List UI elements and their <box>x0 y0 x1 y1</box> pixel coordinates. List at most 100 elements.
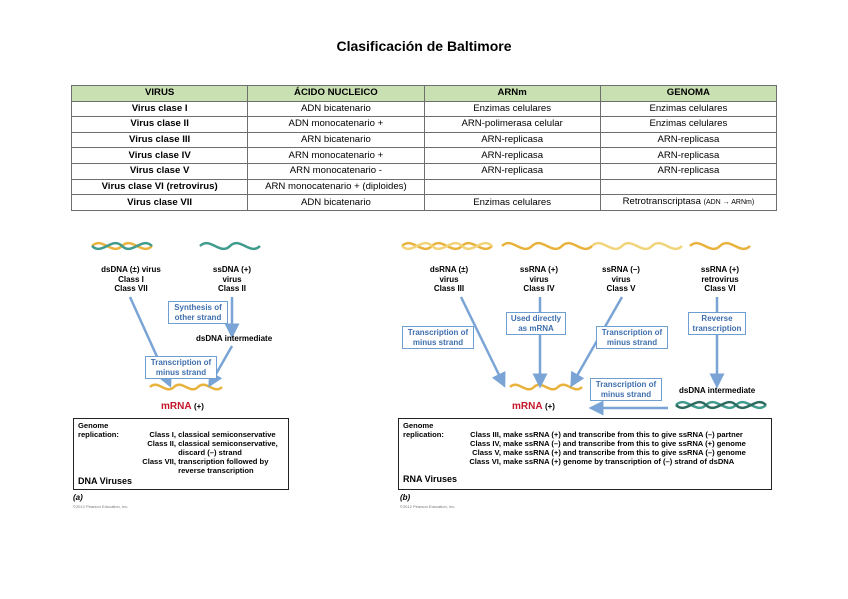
label-line: Class I <box>118 274 144 284</box>
class-text: make ssRNA (+) genome by transcription o… <box>503 457 735 466</box>
dsrna-helix-icon <box>401 241 493 251</box>
table-row: Virus clase V ARN monocatenario - ARN-re… <box>70 162 778 180</box>
class-label: Class II, <box>147 439 176 448</box>
dsdna-intermediate-label-b: dsDNA intermediate <box>679 386 756 395</box>
table-cell <box>599 178 778 196</box>
class-text: reverse transcription <box>178 466 254 475</box>
mrna-text: mRNA <box>161 401 192 412</box>
label-line: dsRNA (±) <box>429 265 469 274</box>
dsdna-virus-label: dsDNA (±) virus Class I Class VII <box>96 265 166 294</box>
label-line: virus <box>611 274 631 284</box>
table-header-row: VIRUS ÁCIDO NUCLEICO ARNm GENOMA <box>70 85 778 102</box>
caption-b: (b) <box>400 493 411 502</box>
table-cell: Virus clase V <box>70 162 249 180</box>
class-label: Class VII, <box>142 457 176 466</box>
ssrna-plus-helix-icon <box>501 241 593 251</box>
genome-title: Genome <box>78 421 109 430</box>
ssrna-minus-helix-icon <box>591 241 683 251</box>
table-row: Virus clase VII ADN bicatenario Enzimas … <box>70 194 778 212</box>
column-header: ÁCIDO NUCLEICO <box>247 85 425 102</box>
rna-viruses-footer: RNA Viruses <box>403 474 458 484</box>
genome-line: discard (–) strand <box>132 448 242 458</box>
table-row: Virus clase VI (retrovirus) ARN monocate… <box>70 178 778 196</box>
label-line: ssRNA (+) <box>700 265 740 274</box>
label-line: Class III <box>433 284 465 293</box>
table-cell: Virus clase I <box>70 100 249 118</box>
label-line: virus <box>529 274 549 284</box>
dsdna-helix-icon <box>91 241 153 251</box>
mrna-helix-icon-a <box>149 383 223 391</box>
genome-text: Retrotranscriptasa <box>622 196 701 208</box>
label-line: Class V <box>606 284 636 293</box>
label-line: virus <box>222 274 242 284</box>
page-title: Clasificación de Baltimore <box>336 38 512 54</box>
class-text: make ssRNA (+) and transcribe from this … <box>503 430 743 439</box>
label-line: dsDNA (±) virus <box>101 265 161 274</box>
used-directly-box: Used directly as mRNA <box>506 312 566 335</box>
ssdna-virus-label: ssDNA (+) virus Class II <box>202 265 262 294</box>
dsdna-intermediate-helix-icon <box>675 400 767 410</box>
table-cell: Enzimas celulares <box>599 116 778 133</box>
label-line: Class IV <box>523 284 555 293</box>
baltimore-table: VIRUS ÁCIDO NUCLEICO ARNm GENOMA Virus c… <box>70 85 778 212</box>
table-row: Virus clase II ADN monocatenario + ARN-p… <box>70 116 778 133</box>
mrna-plus: (+) <box>544 402 555 411</box>
table-cell: Virus clase II <box>70 116 249 133</box>
ssrna-plus-virus-label: ssRNA (+) virus Class IV <box>512 265 566 294</box>
genome-line: Class I, classical semiconservative <box>132 430 275 440</box>
table-row: Virus clase III ARN bicatenario ARN-repl… <box>70 131 778 149</box>
table-cell: Enzimas celulares <box>423 100 601 118</box>
retrovirus-helix-icon <box>689 241 751 251</box>
ssdna-helix-icon <box>199 241 261 251</box>
genome-replication-label: replication: <box>403 430 444 439</box>
class-label: Class VI, <box>469 457 501 466</box>
mrna-label-b: mRNA (+) <box>512 401 555 412</box>
table-cell: ARN-replicasa <box>599 131 778 149</box>
table-cell: ARN monocatenario + (diploides) <box>247 178 425 196</box>
genome-replication-label: replication: <box>78 430 119 439</box>
table-cell: ARN-replicasa <box>423 162 601 180</box>
caption-a: (a) <box>73 493 83 502</box>
table-cell: Retrotranscriptasa (ADN → ARNm) <box>599 194 778 212</box>
mrna-plus: (+) <box>193 402 204 411</box>
reverse-transcription-box: Reverse transcription <box>688 312 746 335</box>
label-line: Class VII <box>114 284 148 293</box>
column-header: ARNm <box>423 85 601 102</box>
table-cell: ARN-replicasa <box>599 147 778 164</box>
dsrna-virus-label: dsRNA (±) virus Class III <box>422 265 476 294</box>
table-cell <box>423 178 601 196</box>
table-cell: ADN bicatenario <box>247 194 425 212</box>
retrovirus-label: ssRNA (+) retrovirus Class VI <box>692 265 748 294</box>
genome-line: Class VI, make ssRNA (+) genome by trans… <box>457 457 734 467</box>
label-line: retrovirus <box>701 274 739 284</box>
copyright-b: ©2012 Pearson Education, Inc. <box>400 504 456 509</box>
table-cell: Virus clase VII <box>70 194 249 212</box>
table-cell: ARN-replicasa <box>423 131 601 149</box>
column-header: GENOMA <box>599 85 778 102</box>
genome-line: Class VII, transcription followed by <box>132 457 268 467</box>
class-label: Class III, <box>470 430 501 439</box>
genome-line: Class IV, make ssRNA (–) and transcribe … <box>457 439 746 449</box>
genome-line: reverse transcription <box>132 466 254 476</box>
label-line: Class II <box>217 284 246 293</box>
mrna-text: mRNA <box>512 401 543 412</box>
genome-line: Class II, classical semiconservative, <box>132 439 277 449</box>
transcription-box-a: Transcription of minus strand <box>145 356 217 379</box>
label-line: ssDNA (+) <box>212 265 252 274</box>
table-cell: ARN bicatenario <box>247 131 425 149</box>
genome-replication-box-a: Genome replication: Class I, classical s… <box>73 418 289 490</box>
table-cell: Virus clase IV <box>70 147 249 164</box>
mrna-helix-icon-b <box>509 383 583 391</box>
ssrna-minus-virus-label: ssRNA (–) virus Class V <box>594 265 648 294</box>
genome-replication-box-b: Genome replication: Class III, make ssRN… <box>398 418 772 490</box>
label-line: ssRNA (+) <box>519 265 559 274</box>
table-cell: ARN-polimerasa celular <box>423 116 601 133</box>
label-line: Class VI <box>704 284 736 293</box>
class-text: transcription followed by <box>178 457 269 466</box>
transcription-box-b1: Transcription of minus strand <box>402 326 474 349</box>
table-cell: ARN monocatenario + <box>247 147 425 164</box>
copyright-a: ©2012 Pearson Education, Inc. <box>73 504 129 509</box>
class-text: make ssRNA (–) and transcribe from this … <box>503 439 746 448</box>
table-cell: Virus clase III <box>70 131 249 149</box>
table-cell: Enzimas celulares <box>423 194 601 212</box>
